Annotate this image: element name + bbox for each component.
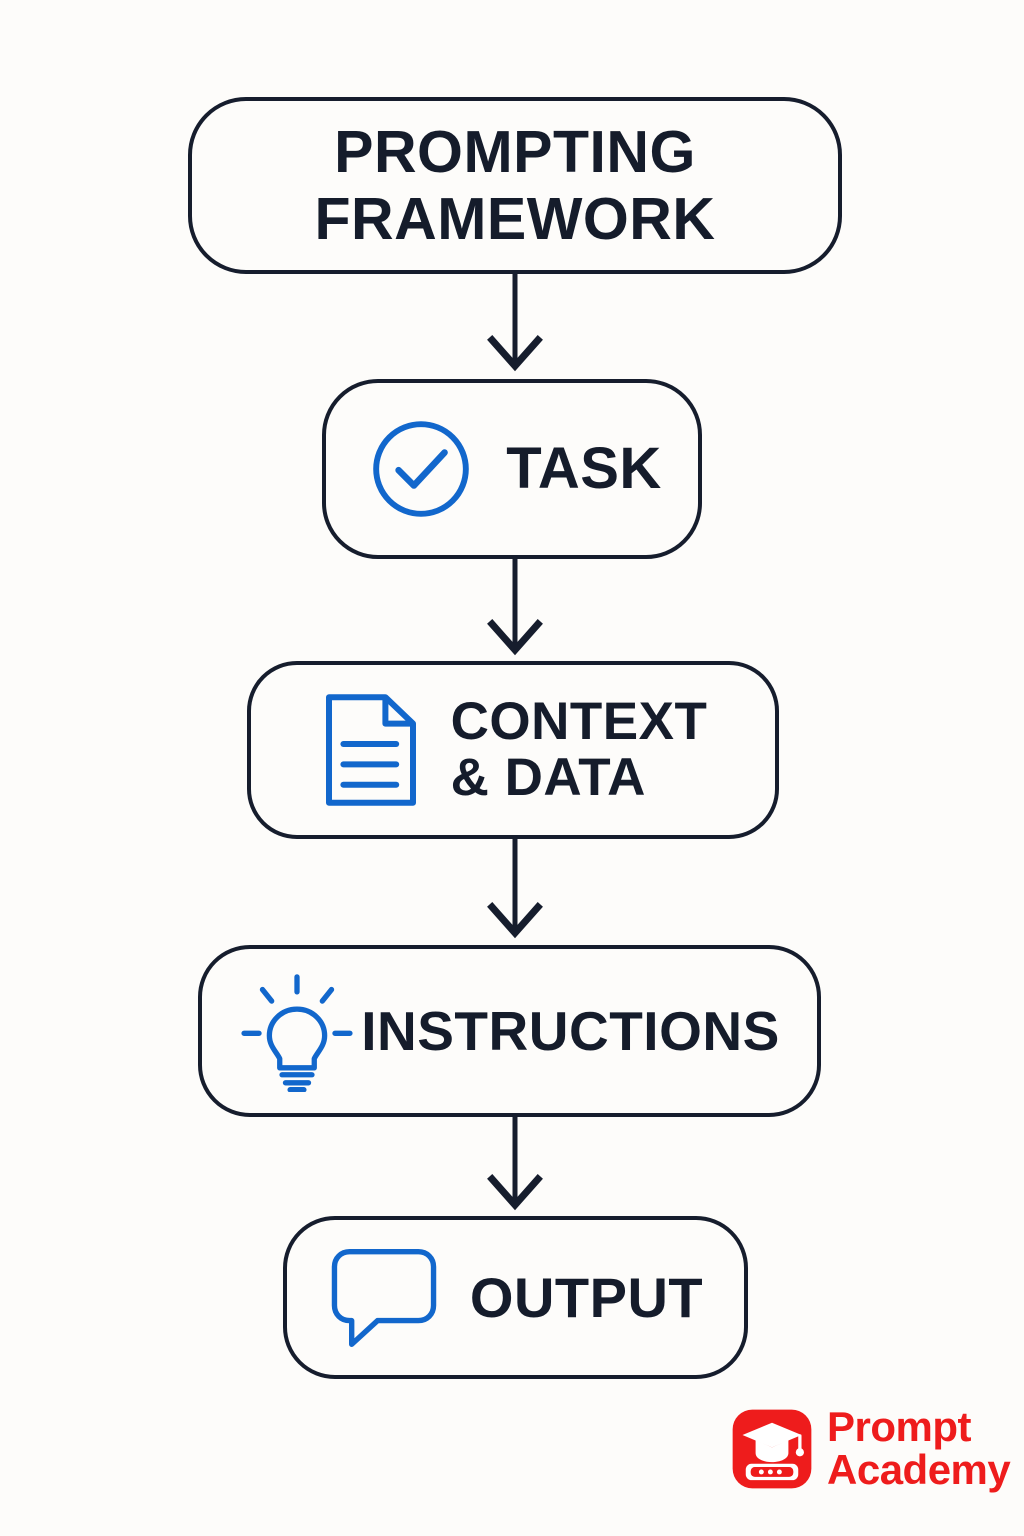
node-task[interactable]: TASK xyxy=(322,379,702,559)
speech-bubble-icon xyxy=(331,1248,437,1347)
brand-logo[interactable]: Prompt Academy xyxy=(731,1403,1011,1493)
check-circle-icon xyxy=(373,421,469,517)
node-instructions-label: INSTRUCTIONS xyxy=(361,999,780,1062)
graduation-cap-book-icon xyxy=(732,1409,812,1489)
document-icon xyxy=(325,694,416,806)
node-task-label: TASK xyxy=(506,436,662,502)
node-context-label: CONTEXT & DATA xyxy=(450,691,708,807)
node-context-and-data[interactable]: CONTEXT & DATA xyxy=(247,661,779,839)
brand-name: Prompt Academy xyxy=(827,1403,1011,1493)
node-output-label: OUTPUT xyxy=(469,1265,704,1329)
node-title-label: PROMPTING FRAMEWORK xyxy=(314,119,716,252)
node-instructions[interactable]: INSTRUCTIONS xyxy=(198,945,821,1117)
node-prompting-framework[interactable]: PROMPTING FRAMEWORK xyxy=(188,97,842,274)
lightbulb-icon xyxy=(241,974,353,1092)
node-output[interactable]: OUTPUT xyxy=(283,1216,748,1379)
